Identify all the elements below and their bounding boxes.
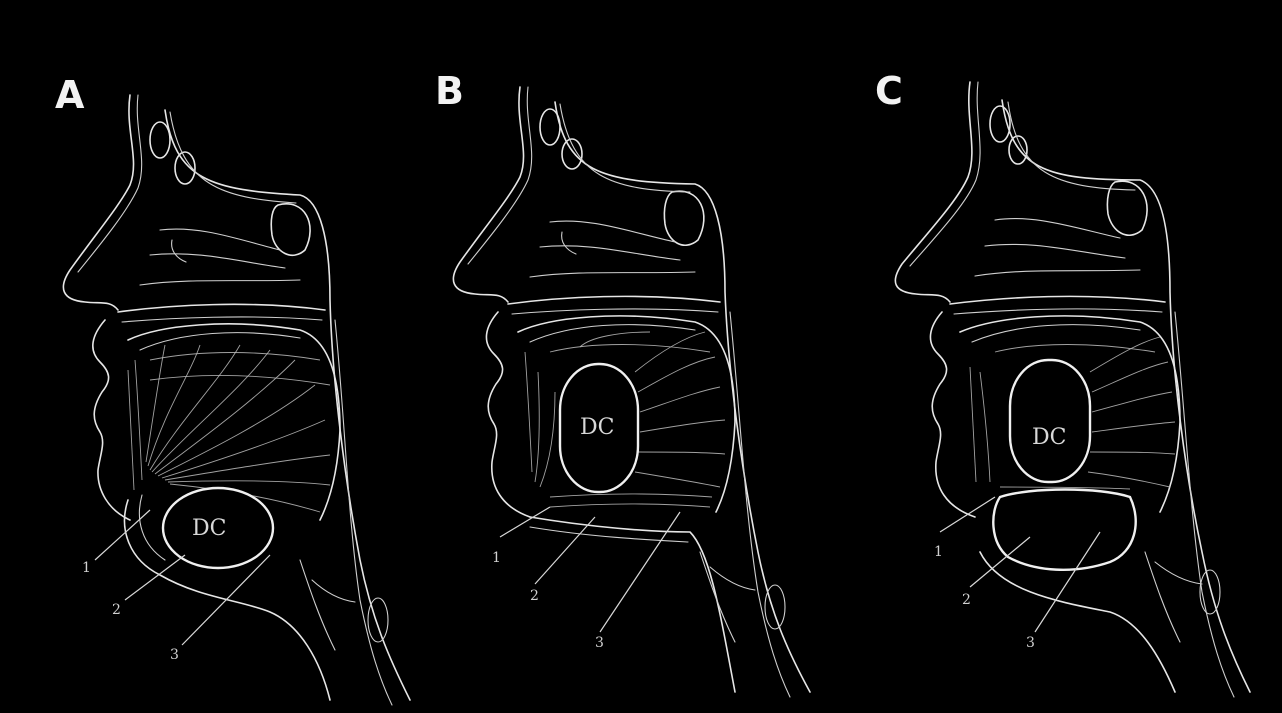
panel-letter: C <box>875 69 903 113</box>
panel-c: C <box>875 69 1250 697</box>
genioglossus-fibres <box>128 345 330 512</box>
callout-number: 2 <box>530 588 539 604</box>
cyst-label: DC <box>192 516 226 541</box>
cyst <box>993 490 1135 570</box>
panel-letter: B <box>435 69 464 113</box>
callout-number: 1 <box>82 560 91 576</box>
callout-leader <box>125 555 185 600</box>
callout-number: 3 <box>170 647 179 663</box>
callout-leader <box>535 517 595 584</box>
cyst-label: DC <box>580 415 614 440</box>
cyst <box>1010 360 1090 482</box>
panel-letter: A <box>55 73 85 117</box>
callout-leader <box>95 510 150 560</box>
cyst-label: DC <box>1032 425 1066 450</box>
callout-number: 1 <box>492 550 501 566</box>
callout-number: 2 <box>962 592 971 608</box>
callout-leader <box>940 497 995 532</box>
panel-a: A <box>55 73 410 705</box>
callout-number: 2 <box>112 602 121 618</box>
callout-number: 3 <box>595 635 604 651</box>
callout-leader <box>500 507 550 537</box>
callout-number: 3 <box>1026 635 1035 651</box>
panel-b: B <box>435 69 810 697</box>
callout-number: 1 <box>934 544 943 560</box>
